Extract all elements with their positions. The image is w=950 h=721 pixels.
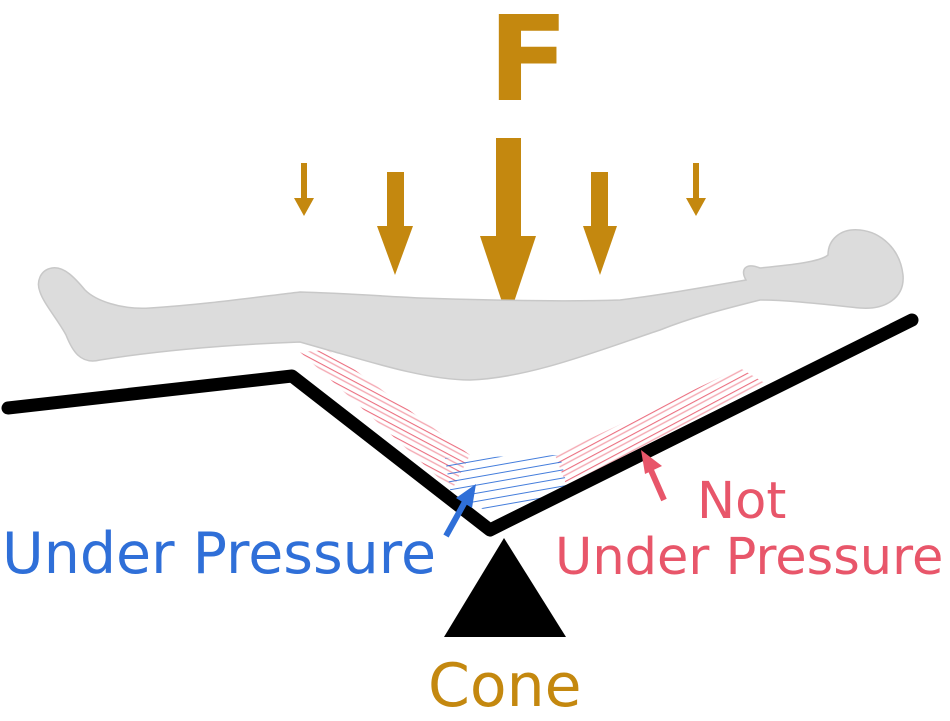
down-arrow-icon (377, 172, 413, 275)
cone-label: Cone (428, 651, 582, 721)
under-pressure-label: Under Pressure (2, 521, 437, 587)
support-surface (1, 313, 919, 537)
lying-person-icon (37, 229, 904, 381)
down-arrow-icon (686, 163, 706, 216)
under-pressure-zone (445, 455, 570, 512)
under-pressure-pointer (443, 484, 476, 538)
down-arrow-icon (583, 172, 617, 275)
force-label: F (488, 0, 569, 128)
force-arrows (294, 138, 706, 320)
not-under-pressure-zone-left (300, 350, 470, 490)
down-arrow-icon (294, 163, 314, 216)
not-under-pressure-pointer (641, 450, 667, 502)
person-body (37, 229, 904, 381)
down-arrow-icon (480, 138, 536, 320)
not-under-pressure-label-line1: Not (697, 472, 787, 531)
triangle-icon (444, 538, 566, 637)
not-under-pressure-label-line2: Under Pressure (555, 528, 944, 587)
